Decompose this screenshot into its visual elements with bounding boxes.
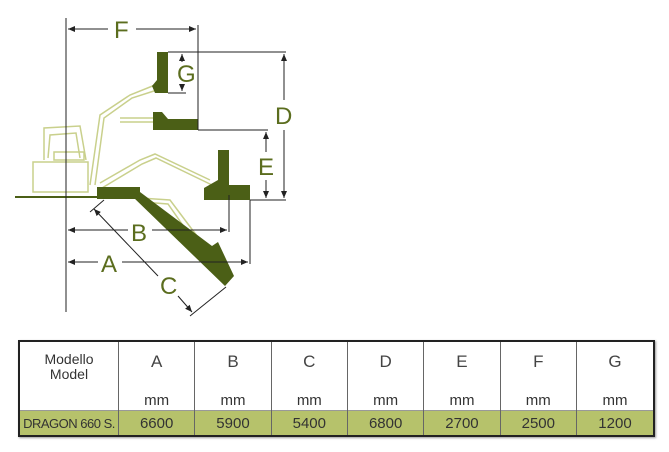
loader-dimension-diagram: F G D E B A C xyxy=(15,17,292,317)
dimension-lines xyxy=(65,18,287,317)
dimension-label-e: E xyxy=(258,154,274,181)
model-header-it: Modello xyxy=(44,351,94,367)
model-cell: DRAGON 660 S. xyxy=(19,410,119,436)
value-cell-b: 5900 xyxy=(194,410,272,436)
model-header-en: Model xyxy=(49,366,89,382)
value-cell-g: 1200 xyxy=(575,410,654,436)
value-cell-e: 2700 xyxy=(423,410,501,436)
value-cell-f: 2500 xyxy=(499,410,577,436)
dimension-label-c: C xyxy=(160,273,177,300)
value-cell-a: 6600 xyxy=(117,410,195,436)
dimension-label-b: B xyxy=(131,220,147,247)
table-row: DRAGON 660 S. 6600 5900 5400 6800 2700 2… xyxy=(19,410,654,436)
value-cell-c: 5400 xyxy=(270,410,348,436)
tractor-outline xyxy=(32,84,213,245)
attachment-shapes xyxy=(97,52,250,286)
dimension-label-g: G xyxy=(177,61,196,88)
dimension-label-d: D xyxy=(275,103,292,130)
value-cell-d: 6800 xyxy=(346,410,424,436)
dimension-label-f: F xyxy=(114,17,129,44)
dimension-label-a: A xyxy=(101,251,117,278)
